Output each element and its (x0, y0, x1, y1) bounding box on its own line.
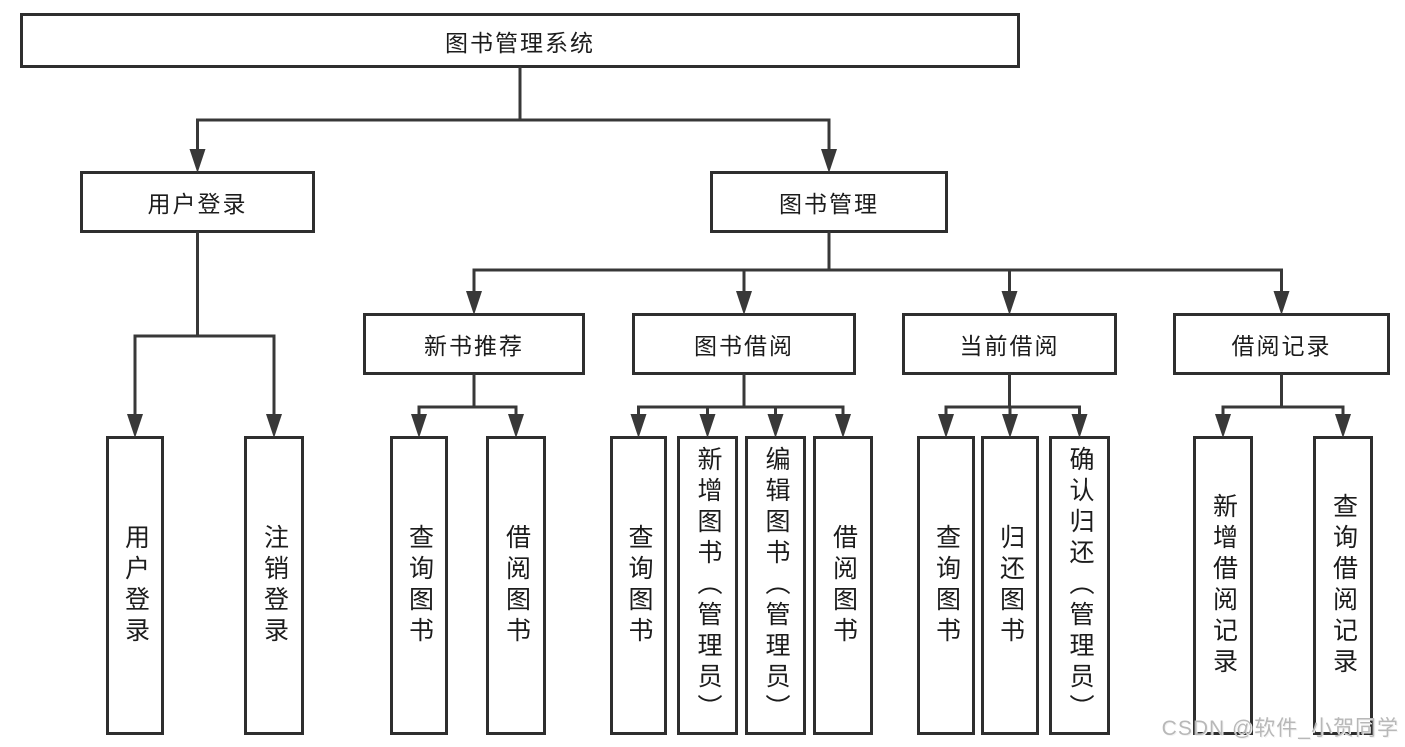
node-leaf-confirm-return: 确认归还（管理员） (1049, 436, 1110, 735)
node-leaf-edit-book: 编辑图书（管理员） (745, 436, 806, 735)
node-label-leaf-query-book-1: 查询图书 (405, 523, 434, 648)
arrowhead-leaf-query-record (1335, 414, 1351, 438)
node-leaf-logout: 注销登录 (244, 436, 304, 735)
node-current-borrow: 当前借阅 (902, 313, 1117, 375)
node-leaf-query-book-1: 查询图书 (390, 436, 448, 735)
node-leaf-borrow-book-1: 借阅图书 (486, 436, 546, 735)
node-label-leaf-add-book: 新增图书（管理员） (694, 446, 722, 725)
node-borrow-record: 借阅记录 (1173, 313, 1390, 375)
node-label-leaf-query-record: 查询借阅记录 (1329, 492, 1358, 679)
arrowhead-leaf-logout (266, 414, 282, 438)
node-book-mgmt: 图书管理 (710, 171, 948, 233)
node-label-book-mgmt: 图书管理 (779, 191, 879, 217)
node-user-login: 用户登录 (80, 171, 315, 233)
node-label-leaf-edit-book: 编辑图书（管理员） (762, 446, 790, 725)
node-label-borrow-record: 借阅记录 (1231, 333, 1332, 359)
node-label-book-borrow: 图书借阅 (694, 333, 794, 359)
arrowhead-borrow-record (1273, 291, 1290, 315)
node-leaf-query-book-2: 查询图书 (610, 436, 667, 735)
node-label-leaf-user-login: 用户登录 (121, 523, 150, 648)
node-label-leaf-add-record: 新增借阅记录 (1209, 492, 1238, 679)
node-book-borrow: 图书借阅 (632, 313, 856, 375)
arrowhead-leaf-query-book-1 (411, 414, 427, 438)
watermark: CSDN @软件_小贺同学 (1161, 717, 1399, 740)
arrowhead-leaf-query-book-3 (938, 414, 954, 438)
node-root: 图书管理系统 (20, 13, 1020, 68)
node-label-leaf-borrow-book-2: 借阅图书 (829, 523, 858, 648)
arrowhead-leaf-borrow-book-2 (835, 414, 851, 438)
node-label-leaf-return-book: 归还图书 (996, 523, 1025, 648)
arrowhead-leaf-add-book (699, 414, 716, 438)
arrowhead-leaf-user-login (127, 414, 143, 438)
node-leaf-query-book-3: 查询图书 (917, 436, 975, 735)
arrowhead-leaf-edit-book (767, 414, 784, 438)
node-leaf-borrow-book-2: 借阅图书 (813, 436, 873, 735)
node-label-leaf-query-book-3: 查询图书 (932, 523, 961, 648)
arrowhead-current-borrow (1001, 291, 1018, 315)
node-leaf-add-book: 新增图书（管理员） (677, 436, 738, 735)
node-label-new-book-rec: 新书推荐 (424, 333, 524, 359)
node-leaf-return-book: 归还图书 (981, 436, 1039, 735)
arrowhead-user-login (189, 149, 206, 173)
node-new-book-rec: 新书推荐 (363, 313, 585, 375)
node-label-root: 图书管理系统 (445, 29, 595, 56)
node-label-current-borrow: 当前借阅 (959, 333, 1060, 359)
node-label-leaf-borrow-book-1: 借阅图书 (502, 523, 531, 648)
arrowhead-book-borrow (736, 291, 752, 315)
node-label-leaf-confirm-return: 确认归还（管理员） (1066, 446, 1094, 725)
arrowhead-leaf-return-book (1002, 414, 1018, 438)
arrowhead-book-mgmt (821, 149, 837, 173)
node-leaf-query-record: 查询借阅记录 (1313, 436, 1373, 735)
node-leaf-add-record: 新增借阅记录 (1193, 436, 1253, 735)
node-label-user-login: 用户登录 (147, 191, 248, 217)
arrowhead-leaf-borrow-book-1 (508, 414, 524, 438)
node-leaf-user-login: 用户登录 (106, 436, 164, 735)
arrowhead-new-book-rec (466, 291, 482, 315)
arrowhead-leaf-confirm-return (1071, 414, 1088, 438)
node-label-leaf-logout: 注销登录 (260, 523, 289, 648)
node-label-leaf-query-book-2: 查询图书 (625, 523, 653, 648)
arrowhead-leaf-add-record (1215, 414, 1231, 438)
arrowhead-leaf-query-book-2 (630, 414, 647, 438)
